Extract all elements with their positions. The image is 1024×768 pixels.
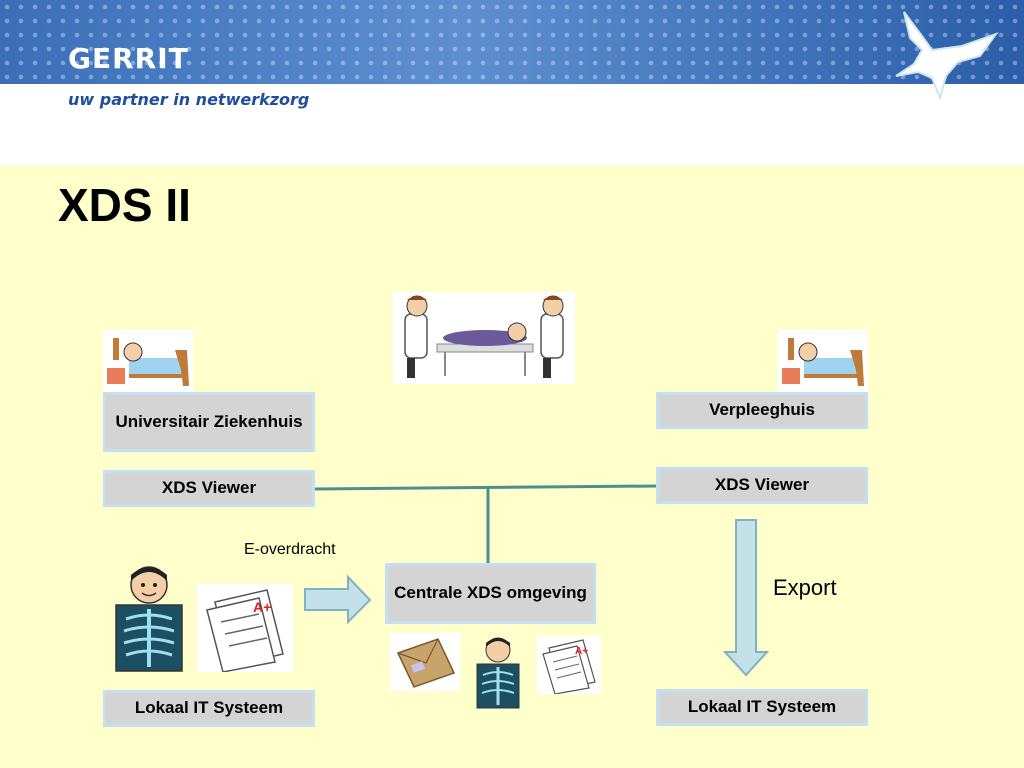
xray-patient-small-icon — [476, 637, 520, 709]
node-lokaal-it-systeem-left: Lokaal IT Systeem — [103, 690, 315, 727]
node-centrale-xds-omgeving: Centrale XDS omgeving — [385, 563, 596, 624]
envelope-icon — [390, 633, 460, 691]
brand-tagline: uw partner in netwerkzorg — [68, 90, 310, 109]
exam-document-icon: A+ — [197, 584, 293, 672]
label-export: Export — [773, 575, 837, 600]
node-lokaal-it-systeem-right: Lokaal IT Systeem — [656, 689, 868, 726]
e-overdracht-arrow — [304, 574, 372, 625]
svg-text:A+: A+ — [253, 599, 271, 615]
exam-document-small-icon: A+ — [537, 636, 601, 694]
label-e-overdracht: E-overdracht — [244, 541, 336, 558]
stretcher-transport-icon — [393, 292, 575, 384]
xray-patient-icon — [115, 566, 183, 672]
node-xds-viewer-left: XDS Viewer — [103, 470, 315, 507]
svg-text:A+: A+ — [575, 646, 588, 657]
export-arrow — [722, 519, 770, 677]
patient-in-bed-icon — [103, 330, 193, 392]
node-universitair-ziekenhuis: Universitair Ziekenhuis — [103, 392, 315, 452]
brand-name: GERRIT — [68, 42, 189, 75]
slide-title: XDS II — [58, 179, 191, 231]
node-xds-viewer-right: XDS Viewer — [656, 467, 868, 504]
node-verpleeghuis: Verpleeghuis — [656, 392, 868, 429]
header: GERRIT uw partner in netwerkzorg — [0, 0, 1024, 165]
header-banner — [0, 0, 1024, 84]
dove-logo-icon — [895, 11, 999, 102]
patient-in-bed-icon — [778, 330, 868, 392]
